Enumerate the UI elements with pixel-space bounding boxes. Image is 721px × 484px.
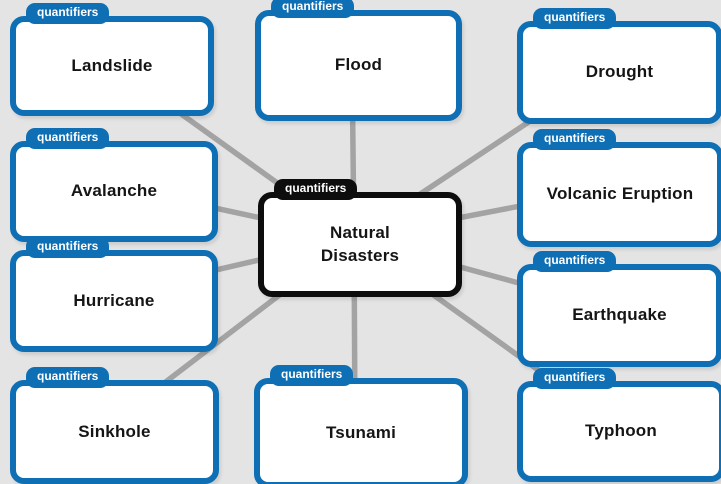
- node-typhoon[interactable]: quantifiers Typhoon: [517, 368, 721, 482]
- quantifiers-badge[interactable]: quantifiers: [533, 129, 617, 150]
- quantifiers-badge[interactable]: quantifiers: [274, 179, 358, 200]
- node-label: Volcanic Eruption: [546, 184, 694, 204]
- quantifiers-badge[interactable]: quantifiers: [26, 128, 110, 149]
- quantifiers-badge[interactable]: quantifiers: [533, 8, 617, 29]
- node-volcanic-eruption[interactable]: quantifiers Volcanic Eruption: [517, 129, 721, 247]
- node-label: Drought: [585, 62, 654, 82]
- node-label: Hurricane: [73, 290, 155, 310]
- node-label: Landslide: [71, 55, 153, 75]
- quantifiers-badge[interactable]: quantifiers: [26, 3, 110, 24]
- node-label: Avalanche: [70, 181, 158, 201]
- quantifiers-badge[interactable]: quantifiers: [270, 365, 354, 386]
- node-sinkhole[interactable]: quantifiers Sinkhole: [10, 367, 219, 484]
- node-tsunami[interactable]: quantifiers Tsunami: [254, 365, 468, 484]
- quantifiers-badge[interactable]: quantifiers: [26, 367, 110, 388]
- node-label: Tsunami: [325, 422, 397, 442]
- node-landslide[interactable]: quantifiers Landslide: [10, 3, 214, 116]
- node-natural-disasters[interactable]: quantifiers Natural Disasters: [258, 179, 462, 297]
- quantifiers-badge[interactable]: quantifiers: [271, 0, 355, 18]
- node-avalanche[interactable]: quantifiers Avalanche: [10, 128, 218, 242]
- node-label: Flood: [334, 55, 383, 75]
- node-label: Typhoon: [585, 421, 657, 441]
- node-hurricane[interactable]: quantifiers Hurricane: [10, 237, 218, 352]
- quantifiers-badge[interactable]: quantifiers: [26, 237, 110, 258]
- node-label: Natural Disasters: [320, 222, 400, 265]
- node-label: Earthquake: [572, 305, 667, 325]
- node-flood[interactable]: quantifiers Flood: [255, 0, 462, 121]
- quantifiers-badge[interactable]: quantifiers: [533, 251, 617, 272]
- node-earthquake[interactable]: quantifiers Earthquake: [517, 251, 721, 367]
- node-drought[interactable]: quantifiers Drought: [517, 8, 721, 124]
- node-label: Sinkhole: [78, 421, 151, 441]
- quantifiers-badge[interactable]: quantifiers: [533, 368, 617, 389]
